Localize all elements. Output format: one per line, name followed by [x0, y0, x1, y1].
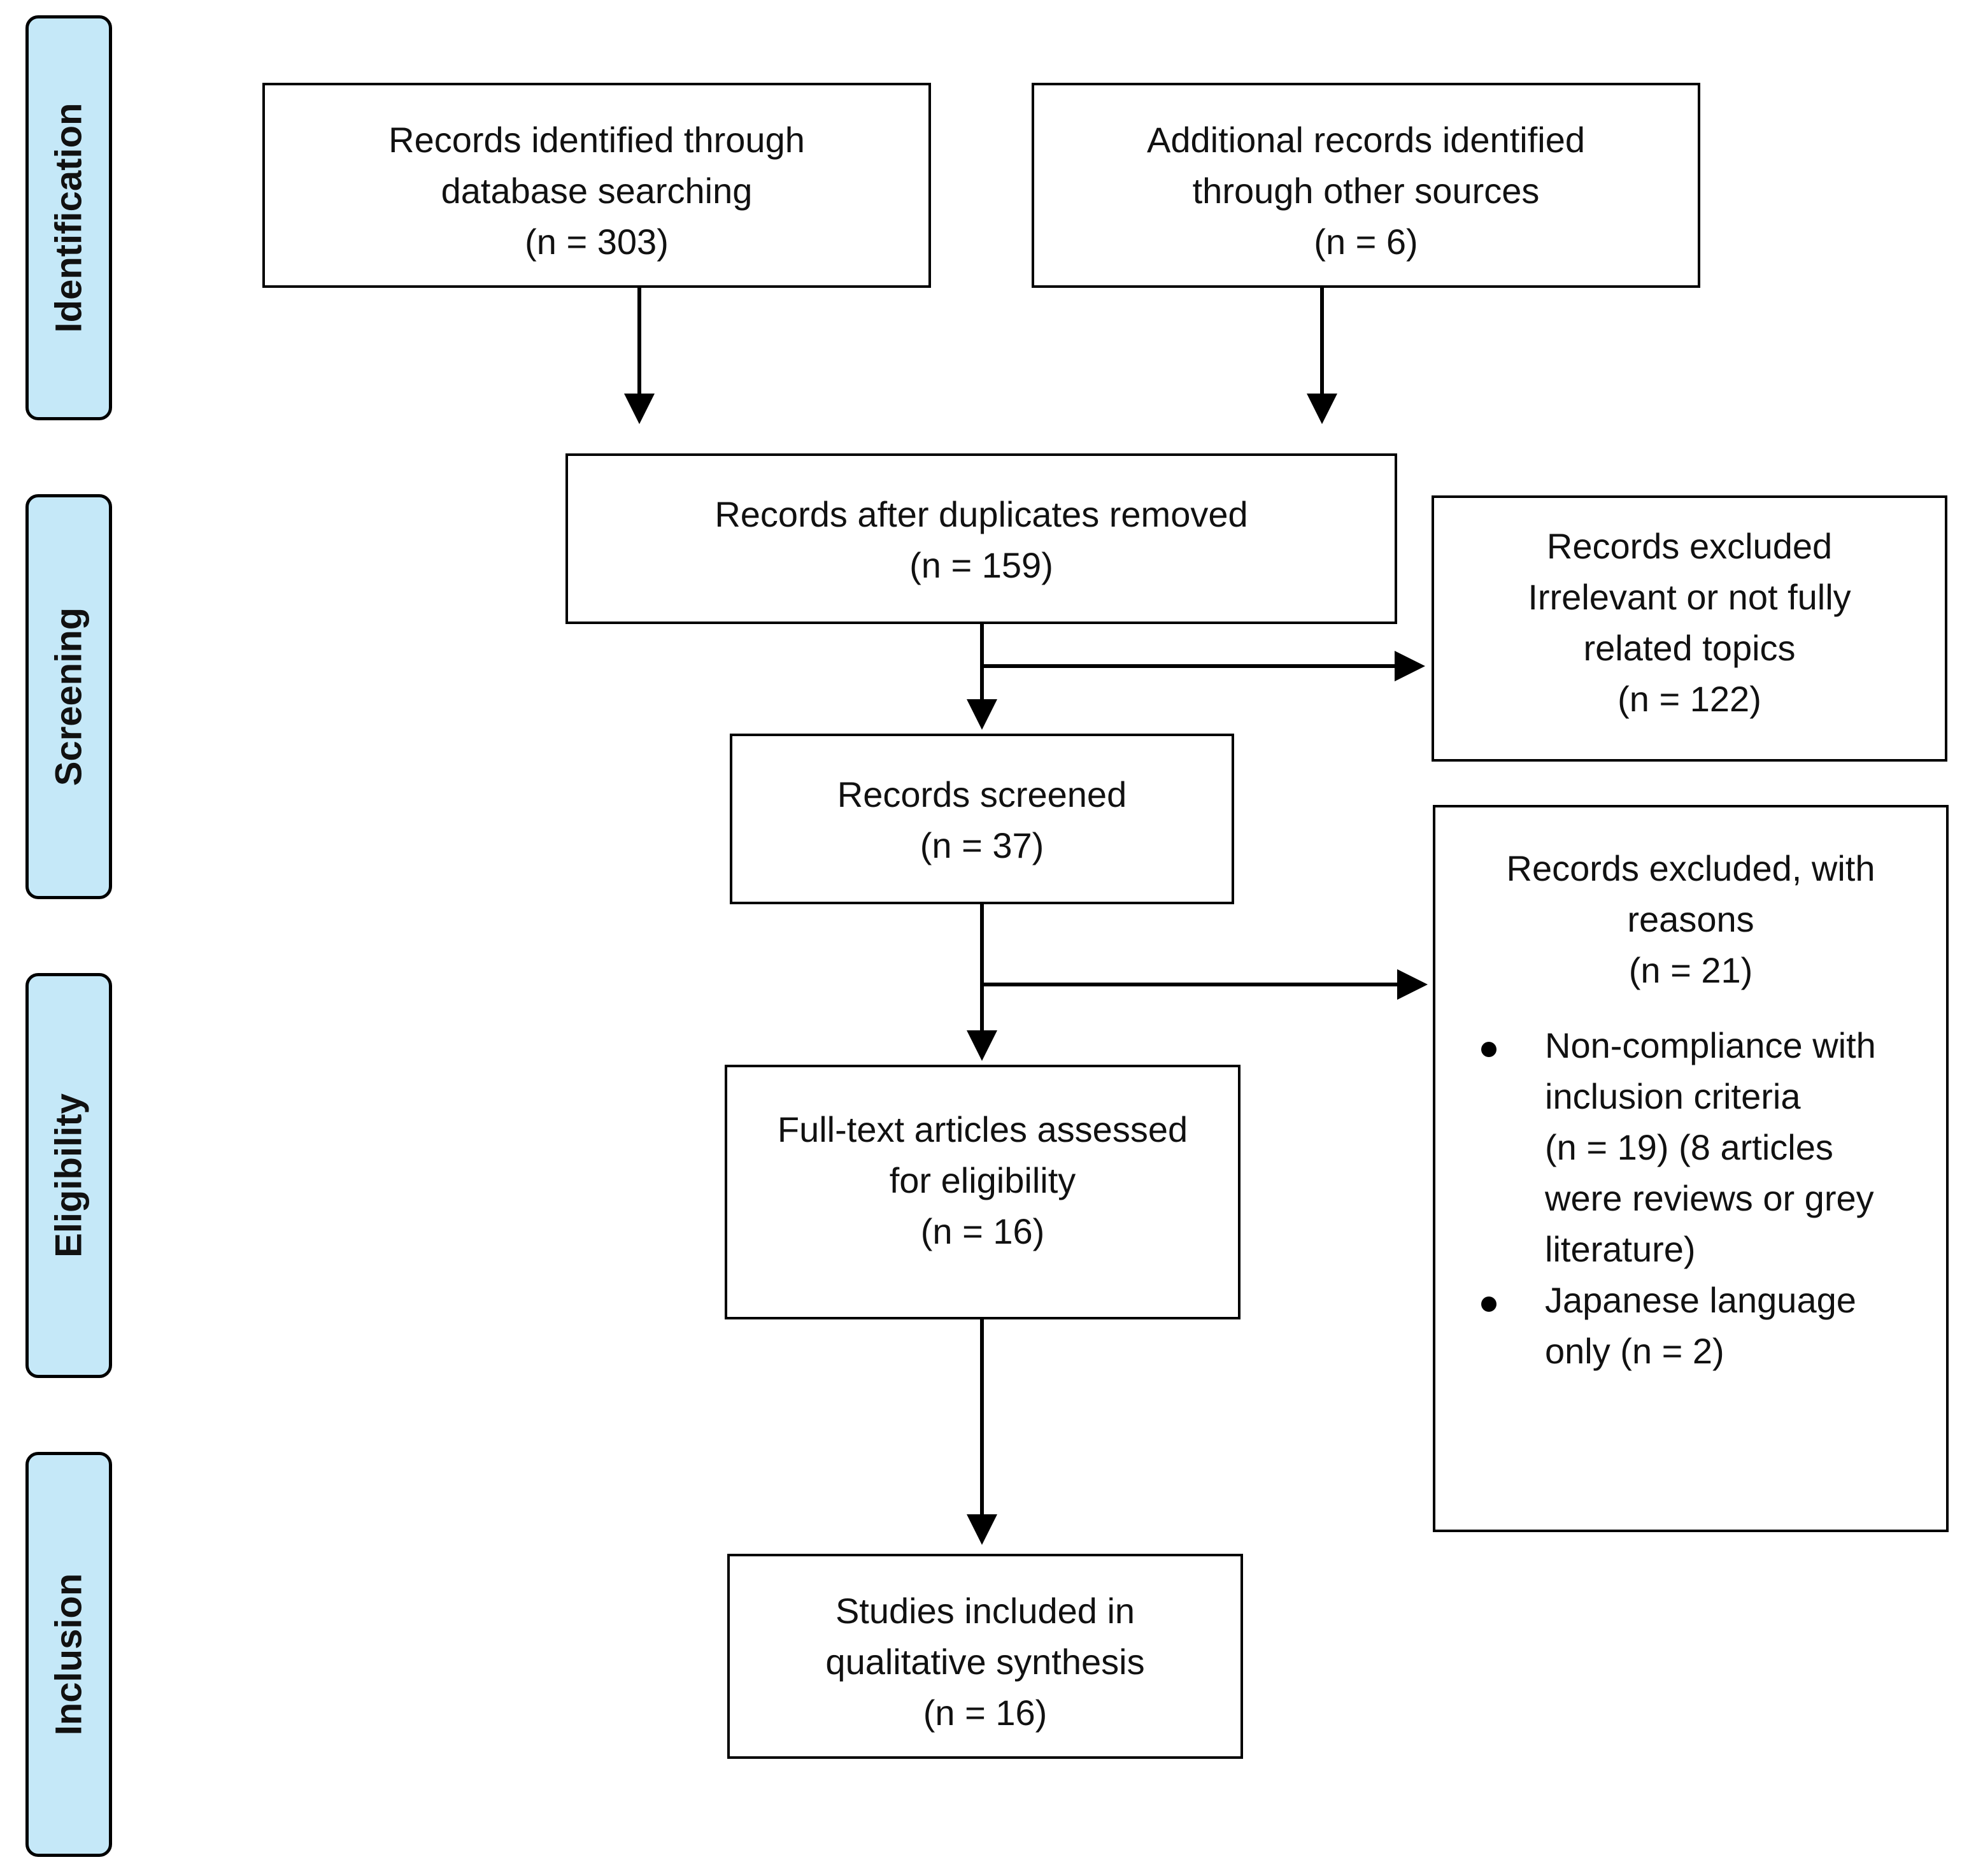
bullet-text-line: Non-compliance with [1545, 1025, 1876, 1065]
box-excluded-irrelevant: Records excluded Irrelevant or not fully… [1432, 495, 1947, 762]
box-other-sources: Additional records identified through ot… [1032, 83, 1700, 288]
box-excluded-with-reasons: Records excluded, with reasons (n = 21) … [1433, 805, 1949, 1532]
box-text-line: (n = 21) [1628, 950, 1753, 990]
box-text-line: Records identified through [388, 120, 805, 160]
box-text-line: database searching [441, 171, 753, 211]
box-text-line: Full-text articles assessed [777, 1109, 1188, 1149]
box-text-line: Studies included in [835, 1591, 1135, 1631]
box-records-screened: Records screened (n = 37) [730, 734, 1234, 904]
box-text-line: (n = 37) [920, 825, 1044, 865]
box-text-line: Records after duplicates removed [714, 494, 1248, 534]
bullet-text-line: (n = 19) (8 articles [1545, 1127, 1833, 1167]
bullet-text-line: Japanese language [1545, 1280, 1856, 1320]
phase-screening: Screening [25, 494, 112, 899]
box-text-line: for eligibility [889, 1160, 1076, 1200]
box-studies-included: Studies included in qualitative synthesi… [727, 1554, 1243, 1759]
box-text-line: (n = 16) [923, 1693, 1048, 1733]
box-text-line: (n = 159) [909, 545, 1053, 585]
box-full-text-assessed: Full-text articles assessed for eligibil… [725, 1065, 1240, 1319]
phase-identification: Identification [25, 15, 112, 420]
box-after-duplicates: Records after duplicates removed (n = 15… [565, 453, 1397, 624]
box-text-line: Records excluded [1546, 526, 1833, 566]
box-text-line: qualitative synthesis [825, 1642, 1145, 1682]
bullet-dot [1481, 1042, 1496, 1057]
box-database-searching: Records identified through database sear… [262, 83, 931, 288]
bullet-dot [1481, 1297, 1496, 1312]
phase-eligibility: Eligibility [25, 973, 112, 1378]
box-text-line: Additional records identified [1147, 120, 1585, 160]
box-text-line: (n = 122) [1617, 679, 1761, 719]
phase-inclusion: Inclusion [25, 1452, 112, 1857]
bullet-text-line: inclusion criteria [1545, 1076, 1801, 1116]
box-text-line: (n = 16) [920, 1211, 1045, 1251]
bullet-text-line: literature) [1545, 1229, 1696, 1269]
exclusion-reasons-list: Non-compliance with inclusion criteria (… [1435, 1020, 1946, 1377]
box-text-line: Irrelevant or not fully [1528, 577, 1851, 617]
bullet-text-line: only (n = 2) [1545, 1331, 1724, 1371]
bullet-text-line: were reviews or grey [1545, 1178, 1874, 1218]
list-item: Non-compliance with inclusion criteria (… [1435, 1020, 1946, 1275]
box-text-line: (n = 6) [1314, 222, 1418, 262]
box-text-line: Records screened [837, 774, 1127, 814]
box-text-line: through other sources [1192, 171, 1540, 211]
box-text-line: related topics [1583, 628, 1796, 668]
box-text-line: Records excluded, with [1506, 848, 1875, 888]
box-text-line: (n = 303) [525, 222, 669, 262]
box-text-line: reasons [1627, 899, 1754, 939]
list-item: Japanese language only (n = 2) [1435, 1275, 1946, 1377]
